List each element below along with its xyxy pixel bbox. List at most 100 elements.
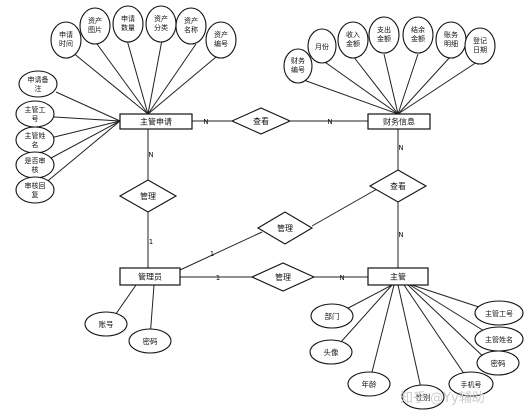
attribute-review-reply: 审核回 复 bbox=[15, 176, 55, 204]
attribute-label: 编号 bbox=[214, 39, 228, 48]
attribute-income-amount: 收入 金额 bbox=[337, 21, 369, 59]
attribute-label: 收入 bbox=[346, 30, 360, 39]
attribute-label: 手机号 bbox=[461, 380, 482, 389]
attribute-label: 图片 bbox=[88, 25, 102, 34]
attribute-label: 名称 bbox=[184, 25, 198, 34]
cardinality-label: 1 bbox=[149, 238, 153, 246]
entity-supervisor-application: 主管申请 bbox=[119, 113, 193, 130]
attribute-label: 审核回 bbox=[25, 181, 46, 190]
attribute-label: 年龄 bbox=[362, 379, 377, 389]
attribute-label: 密码 bbox=[491, 358, 506, 368]
attribute-register-date: 登记 日期 bbox=[464, 27, 496, 65]
attribute-label: 资产 bbox=[214, 30, 228, 39]
attribute-label: 资产 bbox=[154, 14, 168, 23]
entity-finance-info: 财务信息 bbox=[367, 113, 431, 130]
attribute-label: 头像 bbox=[324, 347, 339, 357]
relationship-review-finance: 查看 bbox=[368, 169, 428, 203]
attribute-asset-id: 资产 编号 bbox=[205, 21, 237, 59]
attribute-label: 是否审 bbox=[25, 156, 46, 165]
relationship-label: 查看 bbox=[390, 181, 406, 191]
attribute-label: 申请 bbox=[121, 14, 135, 23]
attribute-supervisor-id: 主管工 号 bbox=[15, 100, 55, 128]
attribute-label: 日期 bbox=[473, 46, 487, 54]
attribute-supervisor-id-field: 主管工号 bbox=[474, 300, 524, 326]
entity-label: 财务信息 bbox=[383, 117, 415, 127]
attribute-label: 主管工号 bbox=[485, 309, 513, 318]
relationship-label: 管理 bbox=[140, 191, 156, 201]
attribute-supervisor-name-field: 主管姓名 bbox=[474, 326, 524, 352]
relationship-manage-finance: 管理 bbox=[256, 211, 314, 245]
relationship-manage-supervisor: 管理 bbox=[250, 262, 316, 292]
entity-label: 管理员 bbox=[138, 272, 162, 282]
attribute-balance-amount: 结余 金额 bbox=[402, 16, 434, 54]
attribute-label: 月份 bbox=[315, 42, 329, 51]
attribute-label: 登记 bbox=[473, 36, 487, 45]
watermark: 知乎 @Yy辅助 bbox=[400, 391, 485, 406]
cardinality-label: 1 bbox=[210, 250, 214, 258]
attribute-admin-password: 密码 bbox=[128, 328, 172, 354]
attribute-label: 分类 bbox=[154, 23, 168, 32]
attribute-label: 账号 bbox=[99, 320, 114, 329]
entity-label: 主管 bbox=[390, 272, 406, 282]
attribute-label: 金额 bbox=[411, 34, 425, 43]
attribute-label: 数量 bbox=[121, 23, 135, 32]
attribute-supervisor-gender: 性别 bbox=[401, 384, 445, 410]
attribute-label: 复 bbox=[32, 190, 39, 199]
attribute-label: 账务 bbox=[444, 30, 458, 39]
attribute-finance-id: 财务 编号 bbox=[283, 48, 313, 84]
attribute-label: 注 bbox=[35, 84, 42, 93]
entity-label: 主管申请 bbox=[140, 117, 172, 127]
attribute-application-time: 申请 时间 bbox=[50, 21, 82, 59]
attribute-supervisor-name: 主管姓 名 bbox=[15, 126, 55, 154]
attribute-label: 金额 bbox=[346, 39, 360, 48]
entity-admin: 管理员 bbox=[119, 267, 181, 286]
attribute-label: 名 bbox=[32, 140, 39, 149]
attribute-month: 月份 bbox=[307, 28, 337, 64]
attribute-is-reviewed: 是否审 核 bbox=[15, 151, 55, 179]
entity-supervisor: 主管 bbox=[367, 267, 429, 286]
attribute-label: 支出 bbox=[377, 25, 391, 34]
attribute-label: 部门 bbox=[325, 311, 340, 321]
cardinality-label: N bbox=[148, 151, 153, 159]
attribute-label: 资产 bbox=[184, 16, 198, 25]
attribute-supervisor-password: 密码 bbox=[476, 350, 520, 376]
attribute-application-note: 申请备 注 bbox=[18, 70, 58, 98]
attribute-label: 主管工 bbox=[25, 105, 46, 114]
relationship-manage-application: 管理 bbox=[118, 179, 178, 213]
attribute-label: 密码 bbox=[143, 336, 158, 346]
cardinality-label: N bbox=[327, 118, 332, 126]
cardinality-label: N bbox=[339, 274, 344, 282]
attribute-asset-category: 资产 分类 bbox=[145, 5, 177, 43]
attribute-label: 时间 bbox=[59, 39, 73, 48]
attribute-label: 主管姓 bbox=[25, 131, 46, 140]
attribute-label: 明细 bbox=[444, 39, 458, 48]
relationship-label: 管理 bbox=[275, 272, 291, 282]
attribute-expense-amount: 支出 金额 bbox=[368, 16, 400, 54]
attribute-label: 资产 bbox=[88, 16, 102, 25]
cardinality-label: N bbox=[203, 118, 208, 126]
cardinality-label: N bbox=[398, 231, 403, 239]
attribute-application-quantity: 申请 数量 bbox=[112, 5, 144, 43]
attribute-label: 编号 bbox=[291, 65, 305, 74]
attribute-label: 主管姓名 bbox=[485, 335, 513, 344]
relationship-label: 管理 bbox=[277, 223, 293, 233]
attribute-supervisor-phone: 手机号 bbox=[448, 371, 494, 397]
attribute-label: 金额 bbox=[377, 34, 391, 43]
relationship-review-application: 查看 bbox=[230, 107, 292, 135]
attribute-supervisor-department: 部门 bbox=[310, 303, 354, 329]
relationship-label: 查看 bbox=[253, 116, 269, 126]
attribute-label: 核 bbox=[32, 165, 39, 174]
attribute-account-details: 账务 明细 bbox=[435, 21, 467, 59]
edge-layer bbox=[37, 39, 498, 398]
attribute-label: 申请备 bbox=[28, 75, 49, 84]
attribute-asset-image: 资产 图片 bbox=[79, 7, 111, 45]
attribute-label: 财务 bbox=[291, 56, 305, 65]
attribute-label: 申请 bbox=[59, 30, 73, 39]
attribute-supervisor-age: 年龄 bbox=[347, 371, 391, 397]
attribute-label: 结余 bbox=[411, 25, 425, 34]
cardinality-layer: N N N 1 1 N N N 1 bbox=[148, 118, 403, 282]
attribute-label: 性别 bbox=[416, 392, 431, 402]
cardinality-label: 1 bbox=[216, 274, 220, 282]
